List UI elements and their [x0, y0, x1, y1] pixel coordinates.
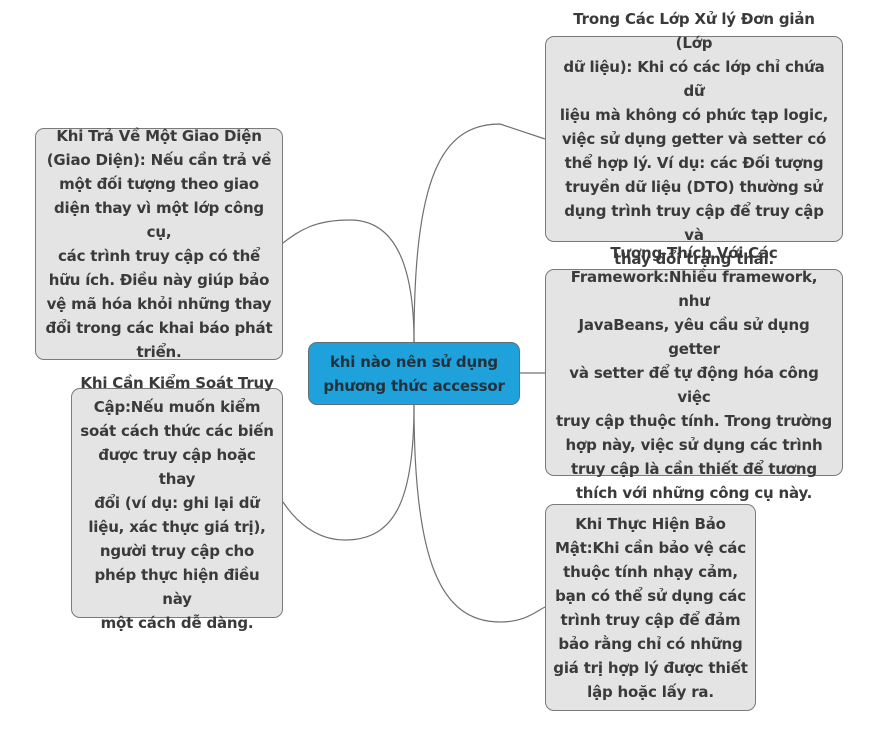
branch-node-interface-return[interactable]: Khi Trả Về Một Giao Diện (Giao Diện): Nế…	[35, 127, 283, 361]
connector-right-bottom	[413, 404, 546, 623]
connector-right-top	[413, 123, 546, 343]
branch-node-framework-compatibility[interactable]: Tương Thích Với Các Framework:Nhiều fram…	[545, 244, 843, 502]
branch-node-security[interactable]: Khi Thực Hiện Bảo Mật:Khi cần bảo vệ các…	[545, 504, 756, 711]
connector-left-bottom	[282, 404, 415, 541]
connector-left-top	[282, 219, 415, 343]
branch-node-access-control[interactable]: Khi Cần Kiểm Soát Truy Cập:Nếu muốn kiểm…	[71, 374, 283, 632]
central-topic-node[interactable]: khi nào nên sử dụng phương thức accessor	[308, 342, 520, 405]
branch-node-simple-data-classes[interactable]: Trong Các Lớp Xử lý Đơn giản (Lớp dữ liệ…	[545, 10, 843, 268]
